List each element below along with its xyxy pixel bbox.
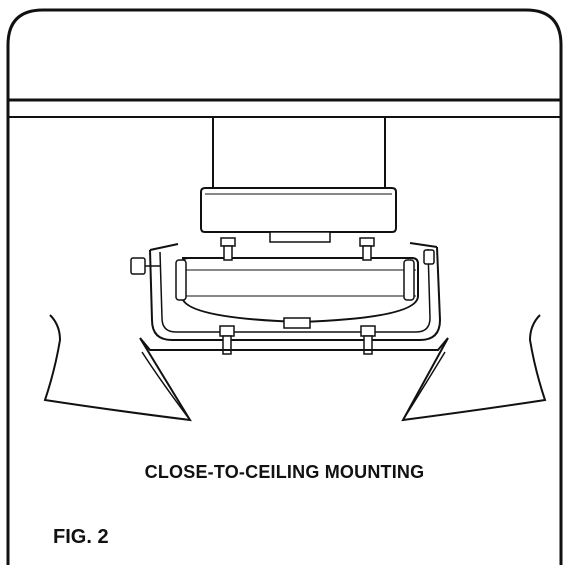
motor-collar bbox=[200, 187, 397, 233]
motor-body bbox=[181, 257, 419, 324]
canopy bbox=[212, 116, 386, 191]
mounting-bracket bbox=[149, 246, 442, 341]
bottom-bolt-left bbox=[219, 325, 235, 355]
side-screw-left bbox=[130, 257, 160, 275]
left-blade bbox=[43, 314, 192, 422]
rounded-border bbox=[6, 8, 563, 565]
top-bolt-left bbox=[220, 237, 236, 261]
figure-label: FIG. 2 bbox=[53, 526, 109, 548]
right-blade bbox=[401, 314, 547, 422]
blade-arm-band bbox=[139, 337, 449, 351]
bottom-bolt-right bbox=[360, 325, 376, 355]
top-bolt-right bbox=[359, 237, 375, 261]
diagram-caption: CLOSE-TO-CEILING MOUNTING bbox=[144, 462, 425, 482]
side-screw-right bbox=[423, 249, 435, 265]
